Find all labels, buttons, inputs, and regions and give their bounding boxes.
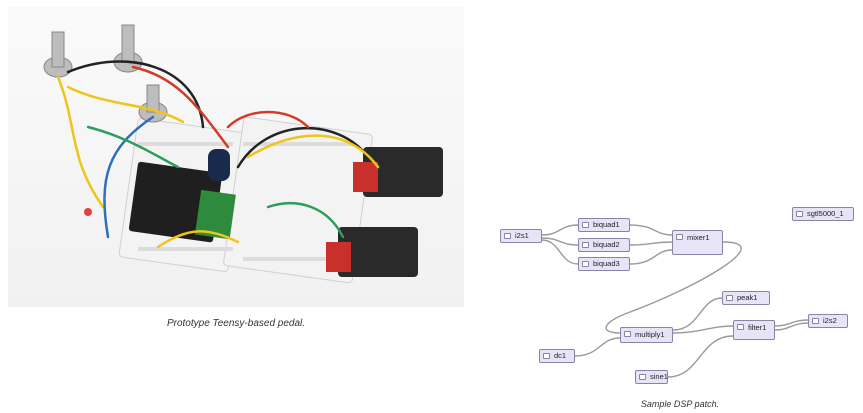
jack-top bbox=[363, 147, 443, 197]
patch-caption: Sample DSP patch. bbox=[640, 399, 720, 409]
patch-wires bbox=[541, 224, 809, 378]
multiply-icon bbox=[624, 331, 631, 337]
node-biquad1[interactable]: biquad1 bbox=[578, 218, 630, 232]
analyze-icon bbox=[726, 295, 733, 301]
wire-i2s1-biquad1 bbox=[541, 224, 579, 236]
node-multiply1[interactable]: multiply1 bbox=[620, 327, 673, 343]
control-icon bbox=[796, 211, 803, 217]
wire-dc1-multiply1 bbox=[574, 337, 621, 357]
wire-multiply1-filter1 bbox=[672, 325, 734, 334]
node-mixer1[interactable]: mixer1 bbox=[672, 230, 723, 255]
node-biquad3[interactable]: biquad3 bbox=[578, 257, 630, 271]
node-filter1[interactable]: filter1 bbox=[733, 320, 775, 340]
node-biquad2[interactable]: biquad2 bbox=[578, 238, 630, 252]
pedal-photo bbox=[8, 7, 464, 307]
audio-shield bbox=[194, 189, 236, 240]
source-icon bbox=[543, 353, 550, 359]
node-i2s1[interactable]: i2s1 bbox=[500, 229, 542, 243]
filter-icon bbox=[737, 324, 744, 330]
input-icon bbox=[504, 233, 511, 239]
jack-bottom bbox=[338, 227, 418, 277]
wire-filter1-i2s2 bbox=[774, 319, 809, 327]
wire-filter1-i2s2-b bbox=[774, 322, 809, 331]
potentiometers bbox=[43, 24, 168, 123]
wire-biquad3-mixer1 bbox=[629, 249, 673, 265]
node-sine1[interactable]: sine1 bbox=[635, 370, 668, 384]
node-sgtl5000-1[interactable]: sgtl5000_1 bbox=[792, 207, 854, 221]
wire-i2s1-biquad3 bbox=[541, 239, 579, 265]
filter-icon bbox=[582, 242, 589, 248]
wire-multiply1-peak1 bbox=[672, 297, 723, 331]
filter-icon bbox=[582, 222, 589, 228]
filter-icon bbox=[582, 261, 589, 267]
wire-biquad1-mixer1 bbox=[629, 224, 673, 236]
wire-sine1-filter1 bbox=[667, 335, 734, 378]
node-dc1[interactable]: dc1 bbox=[539, 349, 575, 363]
jumper-wires bbox=[56, 60, 380, 249]
photo-caption: Prototype Teensy-based pedal. bbox=[166, 318, 306, 329]
node-peak1[interactable]: peak1 bbox=[722, 291, 770, 305]
waveform-icon bbox=[639, 374, 646, 380]
led bbox=[84, 208, 92, 216]
wire-mixer1-multiply1 bbox=[605, 241, 742, 334]
wire-biquad2-mixer1 bbox=[629, 241, 673, 246]
mixer-icon bbox=[676, 234, 683, 240]
node-i2s2[interactable]: i2s2 bbox=[808, 314, 848, 328]
dsp-patch-diagram: i2s1 biquad1 biquad2 biquad3 mixer1 sgtl… bbox=[490, 190, 863, 400]
output-icon bbox=[812, 318, 819, 324]
pedal-illustration bbox=[43, 24, 443, 284]
capacitor bbox=[208, 149, 230, 181]
wire-i2s1-biquad2 bbox=[541, 237, 579, 246]
